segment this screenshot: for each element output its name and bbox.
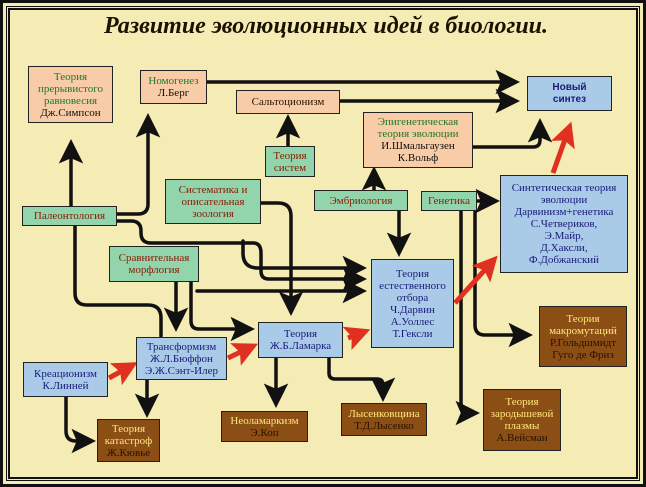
edge-lamarck-lysenkoism xyxy=(327,356,396,402)
node-nomogenesis: Номогенез Л.Берг xyxy=(140,70,207,104)
node-embryology: Эмбриология xyxy=(314,190,408,211)
edge-epigenetic-new-synthesis xyxy=(471,118,553,149)
edge-synthetic-new-synthesis-red xyxy=(550,121,575,174)
node-paleontology: Палеонтология xyxy=(22,206,117,226)
node-neolamarckism: Неоламаркизм Э.Коп xyxy=(221,411,308,442)
node-lysenkoism: Лысенковщина Т.Д.Лысенко xyxy=(341,403,427,436)
node-lamarck: Теория Ж.Б.Ламарка xyxy=(258,322,343,358)
node-systems-theory: Теория систем xyxy=(265,146,315,177)
connector-layer xyxy=(58,69,575,454)
node-systematics: Систематика и описательная зоология xyxy=(165,179,261,224)
node-catastrophe: Теория катастроф Ж.Кювье xyxy=(97,419,160,462)
node-macromutation: Теория макромутаций Р.Гольдшмидт Гуго де… xyxy=(539,306,627,367)
edge-creationism-transformism-red xyxy=(107,362,138,386)
edge-natural-selection-synthetic-red xyxy=(453,255,498,305)
node-saltationism: Сальтоционизм xyxy=(236,90,340,114)
node-new-synthesis: Новый синтез xyxy=(527,76,612,111)
edge-paleontology-nomogenesis xyxy=(113,113,161,216)
node-comparative-morphology: Сравнительная морфлогия xyxy=(109,246,199,282)
edge-systematics-lamarck xyxy=(259,201,304,316)
node-punctuated-equilibrium: Теория прерывистого равновесия Дж.Симпсо… xyxy=(28,66,113,123)
edge-genetics-germplasm xyxy=(455,208,480,426)
diagram-title: Развитие эволюционных идей в биологии. xyxy=(103,13,549,39)
node-creationism: Креационизм К.Линней xyxy=(23,362,108,397)
edge-transformism-lamarck-red xyxy=(226,343,259,366)
node-epigenetic-theory: Эпигенетическая теория эволюции И.Шмальг… xyxy=(363,112,473,168)
edge-creationism-catastrophe xyxy=(64,395,96,454)
inner-frame xyxy=(8,8,638,479)
edge-paleontology-natural-selection xyxy=(113,219,367,292)
node-germ-plasm: Теория зародышевой плазмы А.Вейсман xyxy=(483,389,561,451)
node-synthetic-theory: Синтетическая теория эволюции Дарвинизм+… xyxy=(500,175,628,273)
edge-paleontology-transformism xyxy=(73,222,163,338)
edge-genetics-macromutation xyxy=(473,208,533,348)
node-genetics: Генетика xyxy=(421,191,477,211)
edge-systematics-natural-selection xyxy=(241,239,367,281)
node-transformism: Трансформизм Ж.Л.Бюффон Э.Ж.Сэнт-Илер xyxy=(136,337,227,380)
edge-comparative-lamarck xyxy=(189,279,255,342)
node-natural-selection: Теория естественного отбора Ч.Дарвин А.У… xyxy=(371,259,454,348)
edge-lamarck-natural-selection-red xyxy=(342,326,371,351)
